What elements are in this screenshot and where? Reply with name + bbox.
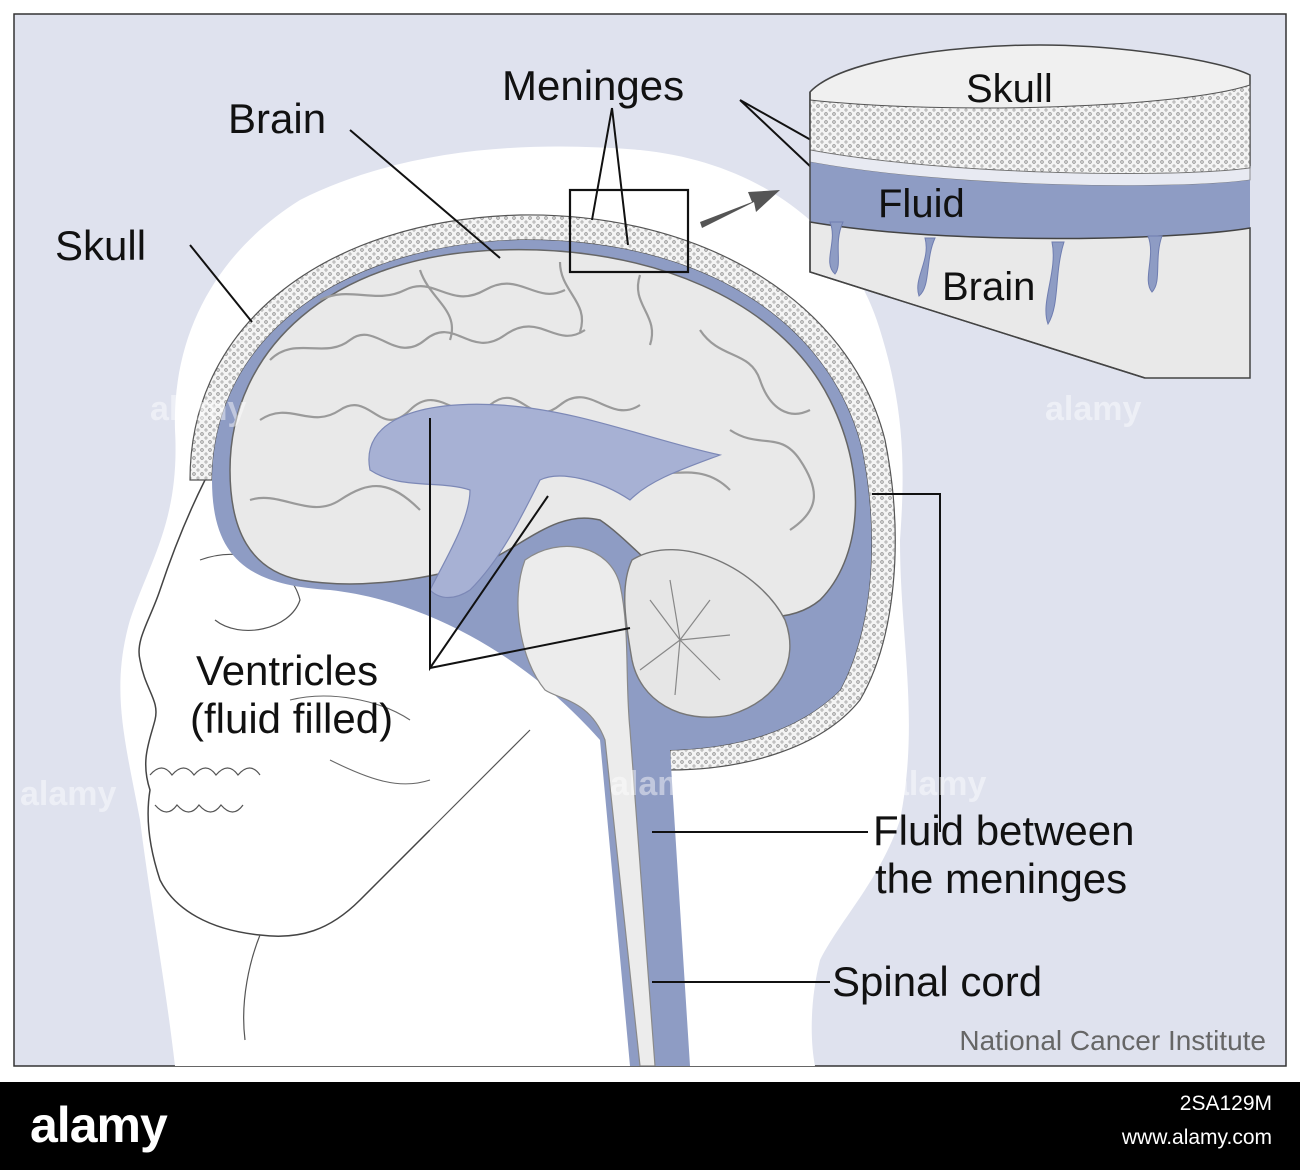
- footer-logo: alamy: [30, 1097, 168, 1153]
- zoom-arrow: [700, 190, 780, 228]
- inset-brain-tissue: [809, 221, 1251, 379]
- watermark: alamy: [1045, 390, 1141, 428]
- site-url: www.alamy.com: [1121, 1126, 1272, 1149]
- watermarks: alamy alamy alamy alamy alamy: [20, 390, 1141, 813]
- watermark: alamy: [150, 390, 246, 428]
- jaw-line: [243, 729, 531, 1041]
- inset-fluid: [810, 162, 1250, 239]
- watermark: alamy: [890, 765, 986, 803]
- label-spinal-cord: Spinal cord: [832, 958, 1042, 1005]
- label-the-meninges: the meninges: [875, 855, 1127, 902]
- label-skull: Skull: [55, 222, 146, 269]
- inset-label-skull: Skull: [966, 67, 1053, 111]
- cerebellum: [624, 549, 791, 718]
- leader-lines: [189, 99, 941, 983]
- inset-sulci: [829, 221, 1163, 326]
- label-ventricles: Ventricles: [196, 647, 378, 694]
- brainstem: [517, 545, 656, 1066]
- meninges-inset: [809, 44, 1251, 379]
- footer-bar: alamy 2SA129M www.alamy.com: [0, 1082, 1300, 1170]
- label-fluid-filled: (fluid filled): [190, 695, 393, 742]
- face-outline: [138, 479, 431, 937]
- label-brain: Brain: [228, 95, 326, 142]
- inset-label-fluid: Fluid: [878, 182, 965, 226]
- teeth: [149, 767, 261, 813]
- cerebellum-branches: [639, 579, 731, 696]
- watermark: alamy: [610, 765, 706, 803]
- image-id: 2SA129M: [1179, 1092, 1272, 1115]
- inset-label-brain: Brain: [942, 265, 1035, 309]
- ventricles: [368, 403, 723, 599]
- credit-text: National Cancer Institute: [959, 1025, 1266, 1056]
- label-fluid-between: Fluid between: [873, 807, 1135, 854]
- cheekbone: [289, 695, 431, 785]
- watermark: alamy: [20, 775, 116, 813]
- zoom-box: [568, 188, 690, 274]
- label-meninges: Meninges: [502, 62, 684, 109]
- inset-right-face: [809, 92, 1146, 379]
- brain-folds: [249, 261, 815, 531]
